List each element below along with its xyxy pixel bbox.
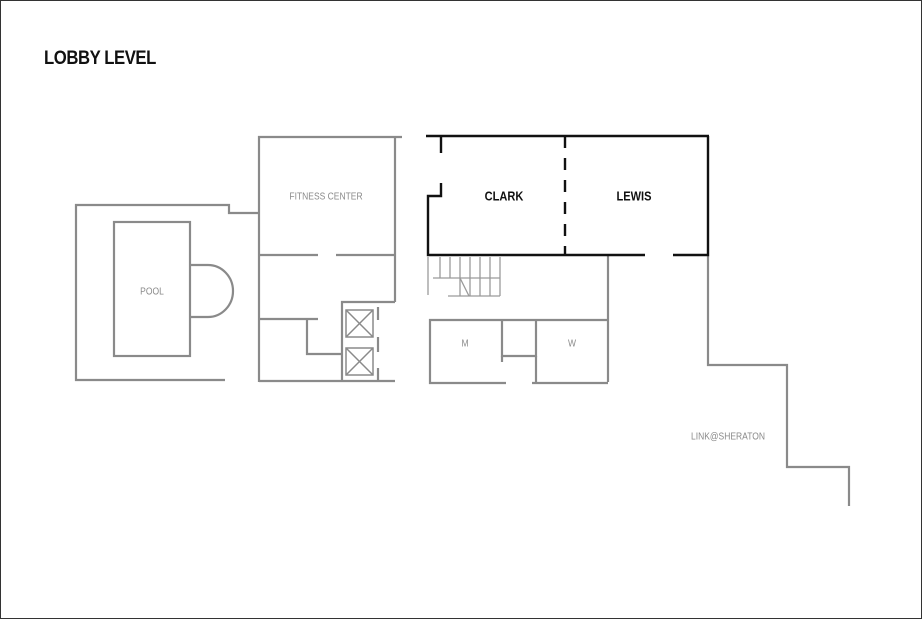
mens-restroom-wall[interactable] [428, 318, 608, 385]
page-title: LOBBY LEVEL [44, 48, 156, 69]
pool-deck-wall [74, 203, 259, 382]
room-label-womens-restroom: W [567, 338, 577, 350]
room-label-lewis[interactable]: LEWIS [616, 188, 652, 204]
room-label-link-sheraton: LINK@SHERATON [691, 431, 765, 443]
room-label-pool: POOL [140, 286, 164, 298]
room-label-fitness-center: FITNESS CENTER [289, 191, 363, 203]
link-corridor-wall [706, 256, 851, 506]
elevator-icon [345, 309, 374, 376]
hot-tub [190, 263, 235, 319]
fitness-center-wall[interactable] [257, 135, 402, 382]
room-label-clark[interactable]: CLARK [484, 188, 524, 204]
room-label-mens-restroom: M [461, 338, 469, 350]
pool-basin[interactable] [112, 220, 192, 358]
stairs-icon [427, 257, 501, 297]
